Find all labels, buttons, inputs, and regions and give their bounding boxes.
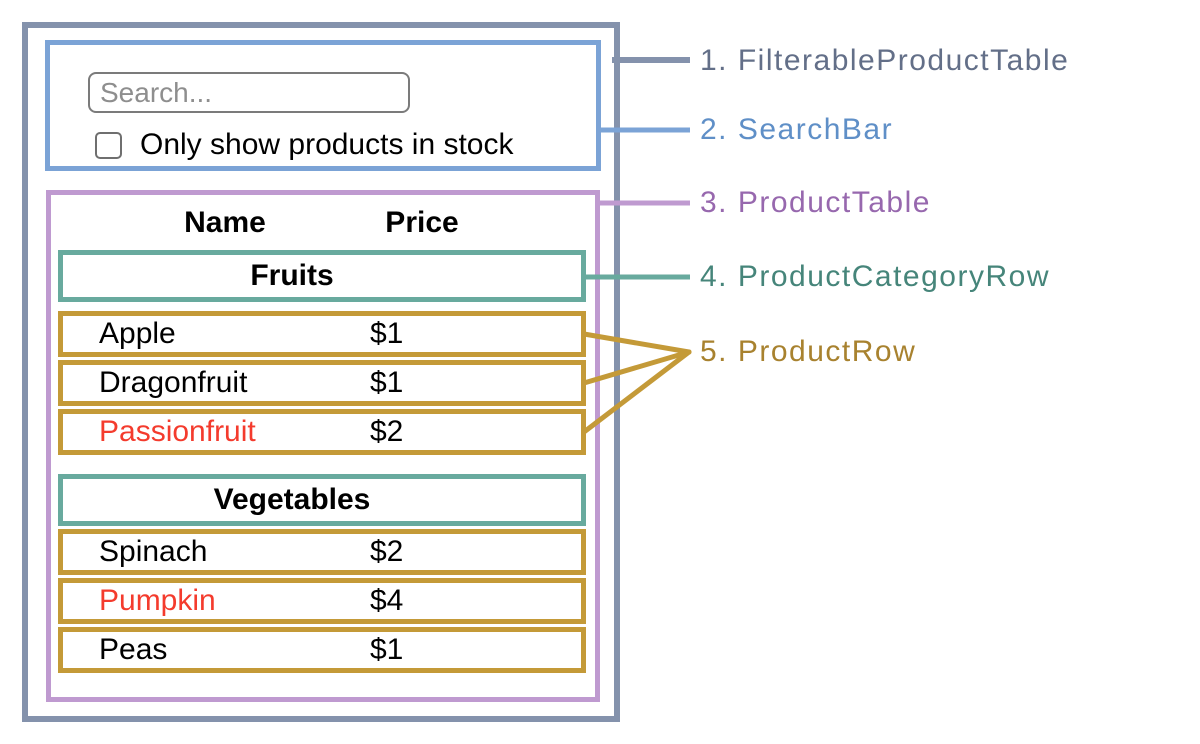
product-row: Spinach $2 bbox=[58, 529, 586, 575]
product-name-cell: Spinach bbox=[99, 535, 208, 568]
category-label: Fruits bbox=[250, 259, 334, 292]
column-header-price: Price bbox=[385, 206, 459, 239]
product-price-cell: $1 bbox=[370, 633, 404, 666]
column-header-name: Name bbox=[184, 206, 266, 239]
product-name-cell: Apple bbox=[99, 317, 176, 350]
product-name-cell: Passionfruit bbox=[99, 415, 256, 448]
category-label: Vegetables bbox=[213, 483, 371, 516]
product-price-cell: $1 bbox=[370, 366, 404, 399]
legend-item-search-bar: 2. SearchBar bbox=[700, 113, 894, 146]
legend-item-product-table: 3. ProductTable bbox=[700, 186, 931, 219]
product-price-cell: $1 bbox=[370, 317, 404, 350]
product-name-cell: Peas bbox=[99, 633, 168, 666]
legend-item-filterable-product-table: 1. FilterableProductTable bbox=[700, 44, 1070, 77]
product-price-cell: $2 bbox=[370, 415, 404, 448]
product-row: Peas $1 bbox=[58, 627, 586, 673]
product-row: Dragonfruit $1 bbox=[58, 360, 586, 406]
in-stock-checkbox[interactable] bbox=[95, 132, 122, 159]
product-price-cell: $2 bbox=[370, 535, 404, 568]
product-table-outline: Name Price Fruits Apple $1 Dragonfruit $… bbox=[46, 190, 600, 702]
product-name-cell: Pumpkin bbox=[99, 584, 216, 617]
product-row: Passionfruit $2 bbox=[58, 409, 586, 455]
product-name-cell: Dragonfruit bbox=[99, 366, 248, 399]
search-bar-outline: Only show products in stock bbox=[45, 40, 601, 171]
product-category-row-fruits: Fruits bbox=[58, 250, 586, 302]
search-input[interactable] bbox=[88, 72, 410, 113]
legend-item-product-row: 5. ProductRow bbox=[700, 335, 917, 368]
filterable-product-table-outline: Only show products in stock Name Price F… bbox=[22, 22, 620, 722]
legend-item-product-category-row: 4. ProductCategoryRow bbox=[700, 260, 1050, 293]
product-row: Pumpkin $4 bbox=[58, 578, 586, 624]
product-price-cell: $4 bbox=[370, 584, 404, 617]
in-stock-checkbox-label: Only show products in stock bbox=[140, 128, 514, 161]
product-row: Apple $1 bbox=[58, 311, 586, 357]
product-category-row-vegetables: Vegetables bbox=[58, 474, 586, 526]
